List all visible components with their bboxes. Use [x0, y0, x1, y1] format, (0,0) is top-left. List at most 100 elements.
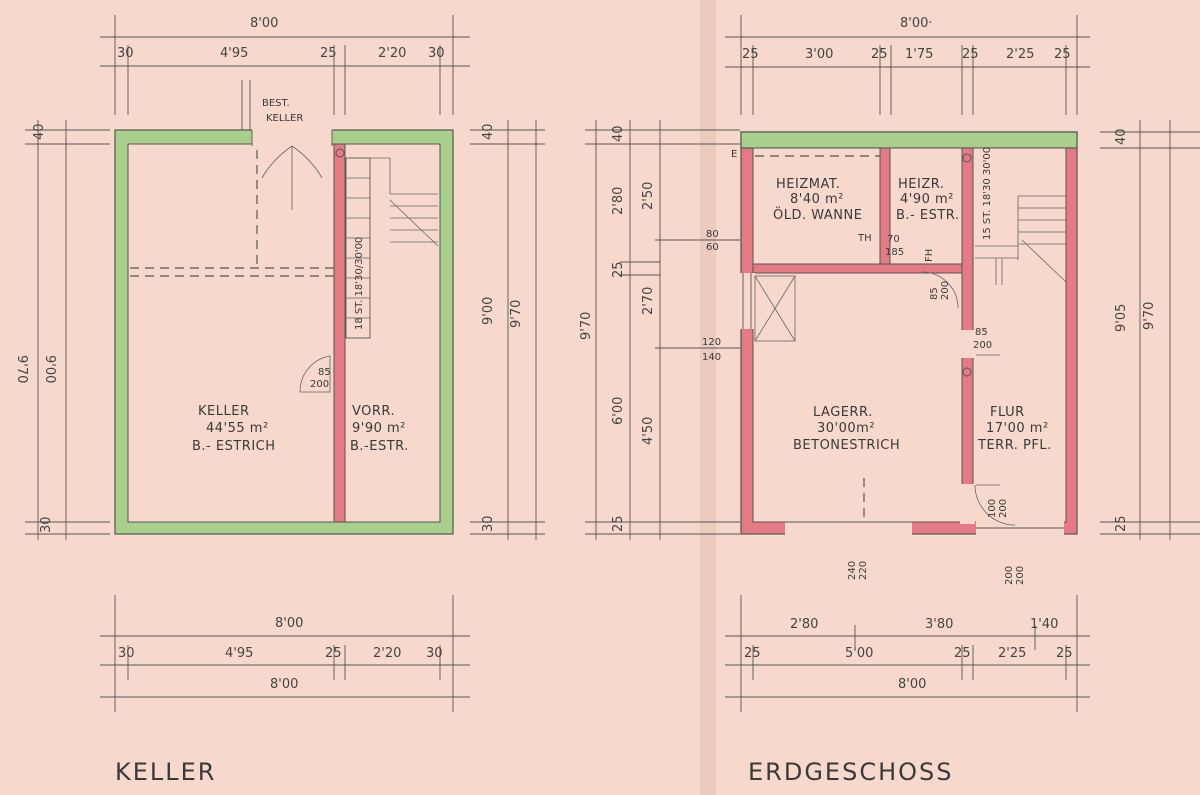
- erd-top-part-2: 3'00: [805, 47, 833, 62]
- middle-window-2: 120: [702, 337, 721, 348]
- heizr-area: 4'90 m²: [900, 192, 954, 207]
- erd-door5: 200: [1004, 566, 1015, 585]
- middle-dimensions: 9'70 40 2'80 25 6'00 25 2'50 2'70 4'50 8…: [579, 120, 740, 540]
- keller-inner-floor: [127, 143, 441, 523]
- erd-shaft: [754, 275, 796, 342]
- keller-bottom-part-1: 30: [118, 646, 135, 661]
- erd-bottom-r2-2: 5'00: [845, 646, 873, 661]
- keller-stair-label: 18 ST. 18'30/30'00: [354, 237, 365, 330]
- keller-bottom-part-5: 30: [426, 646, 443, 661]
- keller-bestkeller-label: KELLER: [266, 113, 303, 124]
- erd-top-part-6: 2'25: [1006, 47, 1034, 62]
- heizmat-name: HEIZMAT.: [776, 177, 840, 192]
- keller-top-part-1: 30: [117, 46, 134, 61]
- erd-gate-height: 220: [858, 561, 869, 580]
- erd-right-top: 40: [1114, 128, 1129, 145]
- heizr-floor: B.- ESTR.: [896, 208, 959, 223]
- keller-right-bottom: 30: [481, 515, 496, 532]
- keller-left-inner: 9'00: [42, 355, 57, 383]
- flur-name: FLUR: [990, 405, 1025, 420]
- erd-stair-label: 15 ST. 18'30 30'00: [982, 147, 993, 240]
- erd-top-wall-green: [740, 131, 1078, 149]
- erd-gate-width: 240: [847, 561, 858, 580]
- heizmat-floor: ÖLD. WANNE: [773, 206, 862, 223]
- keller-left-total: 9'70: [14, 355, 29, 383]
- vorr-room-name: VORR.: [352, 404, 395, 419]
- middle-total: 9'70: [579, 312, 594, 340]
- keller-door-height: 200: [310, 379, 329, 390]
- erd-bottom-r1-2: 3'80: [925, 617, 953, 632]
- heizmat-area: 8'40 m²: [790, 192, 844, 207]
- erd-opening-bottom: [960, 484, 975, 524]
- keller-top-total: 8'00: [250, 16, 278, 31]
- erd-door2b: 200: [940, 281, 951, 300]
- middle-window-2b: 140: [702, 352, 721, 363]
- middle-window-1: 80: [706, 229, 719, 240]
- erd-bottom-r2-4: 2'25: [998, 646, 1026, 661]
- lagerr-floor: BETONESTRICH: [793, 438, 900, 453]
- middle-e: 25: [611, 515, 626, 532]
- erd-bottom-r2-5: 25: [1056, 646, 1073, 661]
- erd-door1: 70: [887, 234, 900, 245]
- vorr-room-area: 9'90 m²: [352, 421, 406, 436]
- paper-fold: [700, 0, 716, 795]
- flur-floor: TERR. PFL.: [977, 438, 1052, 453]
- middle-h: 4'50: [641, 417, 656, 445]
- keller-left-bottom: 30: [39, 516, 54, 533]
- erd-door2: 85: [929, 287, 940, 300]
- erd-door3: 85: [975, 327, 988, 338]
- keller-partition-wall: [333, 143, 346, 523]
- erd-bottom-r2-3: 25: [954, 646, 971, 661]
- keller-right-inner: 9'00: [481, 297, 496, 325]
- erd-corner-mark: E: [731, 149, 737, 160]
- erd-door4b: 200: [998, 499, 1009, 518]
- erd-door4: 100: [987, 499, 998, 518]
- erd-bottom-r1-3: 1'40: [1030, 617, 1058, 632]
- middle-b: 2'80: [611, 187, 626, 215]
- keller-right-total: 9'70: [509, 300, 524, 328]
- erd-top-part-4: 1'75: [905, 47, 933, 62]
- keller-left-top: 40: [32, 123, 47, 140]
- keller-room-area: 44'55 m²: [206, 421, 269, 436]
- keller-bottom-total: 8'00: [275, 616, 303, 631]
- middle-window-1b: 60: [706, 242, 719, 253]
- keller-door-width: 85: [318, 367, 331, 378]
- middle-a: 40: [611, 125, 626, 142]
- keller-plan: 8'00 30 4'95 25 2'20 30 9'70 9'00 40 30 …: [14, 15, 545, 786]
- keller-top-opening: [252, 128, 332, 146]
- erd-partition-h1: [752, 263, 963, 274]
- erd-top-part-3: 25: [871, 47, 888, 62]
- erdgeschoss-plan: 8'00· 25 3'00 25 1'75 25 2'25 25 E: [725, 15, 1200, 786]
- keller-right-top: 40: [481, 123, 496, 140]
- erd-top-part-1: 25: [742, 47, 759, 62]
- erdgeschoss-title: ERDGESCHOSS: [748, 758, 953, 786]
- keller-title: KELLER: [115, 758, 216, 786]
- keller-room-floor: B.- ESTRICH: [192, 439, 276, 454]
- erd-pillar: [962, 153, 972, 163]
- erd-opening-mid: [960, 330, 975, 358]
- erd-bottom-total: 8'00: [898, 677, 926, 692]
- erd-fh: FH: [924, 249, 935, 262]
- keller-bottom-part-4: 2'20: [373, 646, 401, 661]
- keller-top-part-5: 30: [428, 46, 445, 61]
- erd-inner-floor: [752, 147, 1067, 523]
- middle-d: 6'00: [611, 397, 626, 425]
- erd-top-part-5: 25: [962, 47, 979, 62]
- erd-opening-left: [739, 273, 755, 329]
- erd-bottom-r2-1: 25: [744, 646, 761, 661]
- erd-th: TH: [857, 233, 872, 244]
- erd-right-total: 9'70: [1142, 302, 1157, 330]
- keller-best-label: BEST.: [262, 98, 290, 109]
- keller-room-name: KELLER: [198, 404, 249, 419]
- middle-c: 25: [611, 261, 626, 278]
- erd-top-part-7: 25: [1054, 47, 1071, 62]
- erd-door5b: 200: [1015, 566, 1026, 585]
- lagerr-name: LAGERR.: [813, 405, 873, 420]
- erd-door3b: 200: [973, 340, 992, 351]
- heizr-name: HEIZR.: [898, 177, 944, 192]
- erd-top-total: 8'00·: [900, 16, 933, 31]
- erd-right-bottom: 25: [1114, 515, 1129, 532]
- vorr-room-floor: B.-ESTR.: [350, 439, 409, 454]
- keller-top-part-3: 25: [320, 46, 337, 61]
